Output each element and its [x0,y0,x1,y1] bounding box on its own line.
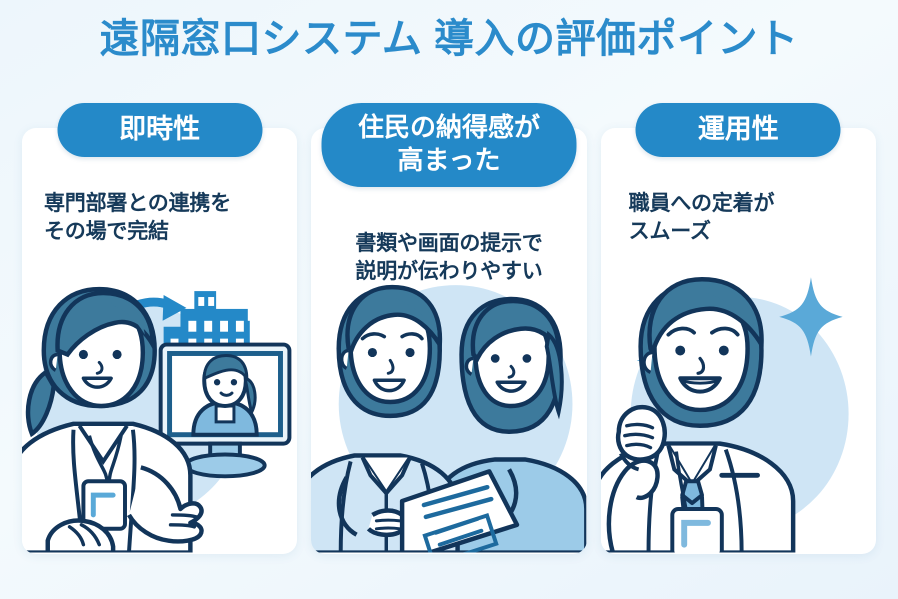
card-satisfaction-badge: 住民の納得感が 高まった [321,103,577,187]
card-instant[interactable]: 即時性 専門部署との連携を その場で完結 [22,103,298,554]
cards-row: 即時性 専門部署との連携を その場で完結 [22,103,876,554]
staff-woman-with-id-badge [22,286,204,553]
page-title-container: 遠隔窓口システム 導入の評価ポイント [0,16,898,62]
fist-gesture-hand [606,458,660,553]
id-badge-lanyard [669,507,724,553]
page-title: 遠隔窓口システム 導入の評価ポイント [99,17,799,61]
man-in-jacket [311,284,461,553]
card-operation[interactable]: 運用性 職員への定着が スムーズ [600,103,876,554]
remote-person-on-screen [191,353,259,437]
man-in-white-coat [600,276,796,553]
card-satisfaction-description: 書類や画面の提示で 説明が伝わりやすい [355,232,543,284]
card-instant-badge: 即時性 [57,103,263,158]
two-people-with-document-illustration [311,254,587,554]
card-satisfaction[interactable]: 住民の納得感が 高まった 書類や画面の提示で 説明が伝わりやすい [311,103,587,554]
woman-in-sweater [435,296,587,553]
card-instant-description: 専門部署との連携を その場で完結 [44,192,231,244]
document-paper-icon [400,469,520,553]
monitor-icon [158,342,292,479]
sparkle-icon-large [778,277,843,357]
arrow-head [162,295,187,321]
staff-video-call-illustration [22,254,297,554]
card-operation-description: 職員への定着が スムーズ [628,192,775,244]
card-operation-badge: 運用性 [635,103,841,158]
confident-staff-man-illustration [600,254,876,554]
